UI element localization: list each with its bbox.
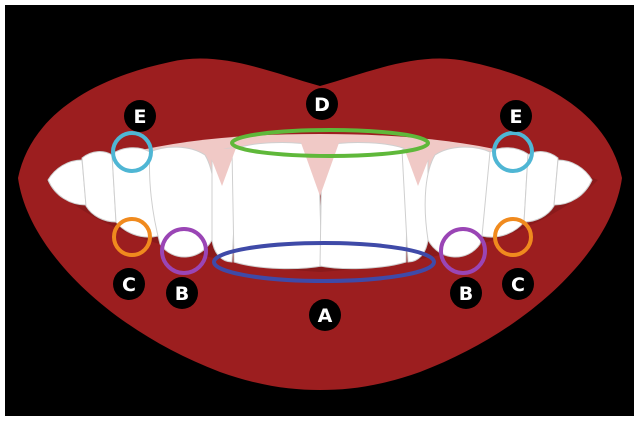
marker-c-right-label: C [511,274,525,296]
marker-c-right: C [502,268,534,300]
marker-b-left: B [166,277,198,309]
marker-e-left: E [124,100,156,132]
marker-e-right-label: E [510,106,523,128]
marker-a: A [309,299,341,331]
marker-c-left: C [113,268,145,300]
marker-d-label: D [314,94,330,116]
marker-e-left-label: E [134,106,147,128]
tooth-right-central [320,143,408,269]
marker-b-right: B [450,277,482,309]
marker-a-label: A [318,305,333,327]
marker-b-right-label: B [459,283,473,305]
tooth-right-5 [482,148,528,237]
marker-c-left-label: C [122,274,136,296]
marker-b-left-label: B [175,283,189,305]
marker-d: D [306,88,338,120]
marker-e-right: E [500,100,532,132]
